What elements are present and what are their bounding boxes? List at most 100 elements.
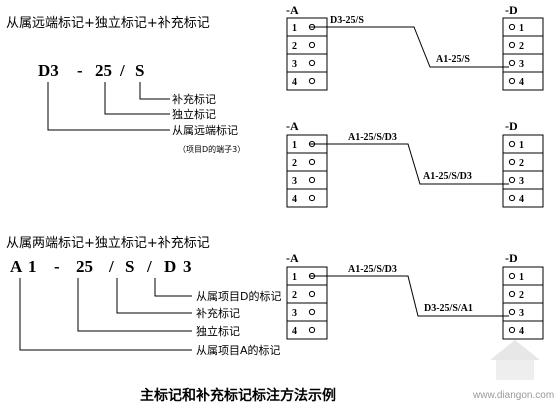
terminal-screw <box>308 158 316 166</box>
terminal-number: 1 <box>292 23 297 34</box>
label-supplementary: 补充标记 <box>172 92 216 106</box>
leader-line <box>19 278 192 351</box>
wire <box>309 26 509 68</box>
terminal-panel-3: -A -D 1 2 3 4 1 2 3 4 A1-25/S/D3 D3-25/S… <box>286 251 544 340</box>
code-part: S <box>135 61 144 80</box>
wire <box>309 275 509 317</box>
terminal-number: 4 <box>292 194 297 205</box>
terminal-number: 3 <box>292 176 297 187</box>
terminal-number: 1 <box>519 272 524 283</box>
code-part: - <box>77 61 83 80</box>
terminal-number: 4 <box>292 77 297 88</box>
block-a-header: -A <box>286 3 299 17</box>
terminal-screw <box>308 326 316 334</box>
terminal-screw <box>508 176 516 184</box>
terminal-screw <box>308 290 316 298</box>
block-d-header: -D <box>505 119 518 133</box>
terminal-screw <box>508 158 516 166</box>
terminal-screw <box>308 59 316 67</box>
label-independent: 独立标记 <box>196 324 240 338</box>
terminal-number: 2 <box>292 41 297 52</box>
terminal-number: 3 <box>519 308 524 319</box>
wire-label-a: A1-25/S/D3 <box>348 264 397 275</box>
code-part: / <box>108 257 114 276</box>
code-part: / <box>119 61 125 80</box>
terminal-number: 1 <box>292 272 297 283</box>
code-part: - <box>54 257 60 276</box>
terminal-screw <box>508 326 516 334</box>
terminal-number: 2 <box>292 290 297 301</box>
terminal-number: 4 <box>519 194 524 205</box>
code-part: A <box>10 257 23 276</box>
terminal-screw <box>508 140 516 148</box>
terminal-screw <box>308 41 316 49</box>
wire <box>309 143 509 185</box>
watermark-text: www.diangon.com <box>472 390 554 401</box>
code-part: 1 <box>28 257 37 276</box>
wire-label-d: A1-25/S/D3 <box>423 171 472 182</box>
terminal-panel-1: -A -D 1 2 3 4 1 2 3 4 D3-25/S A1-25/S <box>286 3 544 91</box>
code-part: 25 <box>95 61 112 80</box>
label-supplementary: 补充标记 <box>196 306 240 320</box>
leader-line <box>104 82 170 115</box>
wire-label-a: A1-25/S/D3 <box>348 132 397 143</box>
code-part: / <box>146 257 152 276</box>
terminal-number: 2 <box>519 158 524 169</box>
code-part: 3 <box>183 257 192 276</box>
terminal-a4 <box>286 71 328 91</box>
terminal-screw <box>508 59 516 67</box>
terminal-number: 4 <box>519 77 524 88</box>
wire-label-d: A1-25/S <box>436 54 470 65</box>
example-1-heading: 从属远端标记+独立标记+补充标记 <box>6 15 210 31</box>
watermark-logo <box>490 340 540 380</box>
terminal-d4 <box>502 320 544 340</box>
terminal-a4 <box>286 320 328 340</box>
label-item-d: 从属项目D的标记 <box>196 289 281 303</box>
terminal-screw <box>308 194 316 202</box>
terminal-screw <box>508 272 516 280</box>
terminal-number: 3 <box>519 176 524 187</box>
code-part: D <box>164 257 176 276</box>
block-a-header: -A <box>286 251 299 265</box>
code-part: D3 <box>38 61 59 80</box>
label-independent: 独立标记 <box>172 107 216 121</box>
example-2-heading: 从属两端标记+独立标记+补充标记 <box>6 235 210 251</box>
leader-line <box>116 278 192 314</box>
terminal-number: 2 <box>292 158 297 169</box>
terminal-number: 3 <box>292 59 297 70</box>
terminal-screw <box>508 77 516 85</box>
terminal-screw <box>308 308 316 316</box>
terminal-screw <box>308 77 316 85</box>
block-a-header: -A <box>286 119 299 133</box>
terminal-d4 <box>502 71 544 91</box>
terminal-number: 1 <box>519 140 524 151</box>
terminal-screw <box>308 176 316 184</box>
terminal-screw <box>508 290 516 298</box>
code-part: S <box>125 257 134 276</box>
code-part: 25 <box>76 257 93 276</box>
terminal-number: 1 <box>292 140 297 151</box>
example-2: 从属两端标记+独立标记+补充标记 A 1 - 25 / S / D 3 从属项目… <box>6 235 281 357</box>
wire-label-d: D3-25/S/A1 <box>424 303 473 314</box>
terminal-screw <box>508 308 516 316</box>
label-item-a: 从属项目A的标记 <box>196 343 281 357</box>
block-d-header: -D <box>505 3 518 17</box>
watermark-house-icon <box>496 360 534 380</box>
block-d-header: -D <box>505 251 518 265</box>
terminal-number: 3 <box>519 59 524 70</box>
terminal-a4 <box>286 188 328 208</box>
terminal-screw <box>508 23 516 31</box>
terminal-screw <box>508 194 516 202</box>
terminal-number: 4 <box>292 326 297 337</box>
terminal-number: 3 <box>292 308 297 319</box>
terminal-number: 1 <box>519 23 524 34</box>
label-note: （项目D的端子3） <box>178 144 245 154</box>
terminal-d4 <box>502 188 544 208</box>
terminal-number: 2 <box>519 41 524 52</box>
wire-label-a: D3-25/S <box>330 15 364 26</box>
leader-line <box>139 82 170 100</box>
watermark-house-icon <box>490 340 540 360</box>
terminal-panel-2: -A -D 1 2 3 4 1 2 3 4 A1-25/S/D3 A1-25/S… <box>286 119 544 208</box>
terminal-number: 4 <box>519 326 524 337</box>
